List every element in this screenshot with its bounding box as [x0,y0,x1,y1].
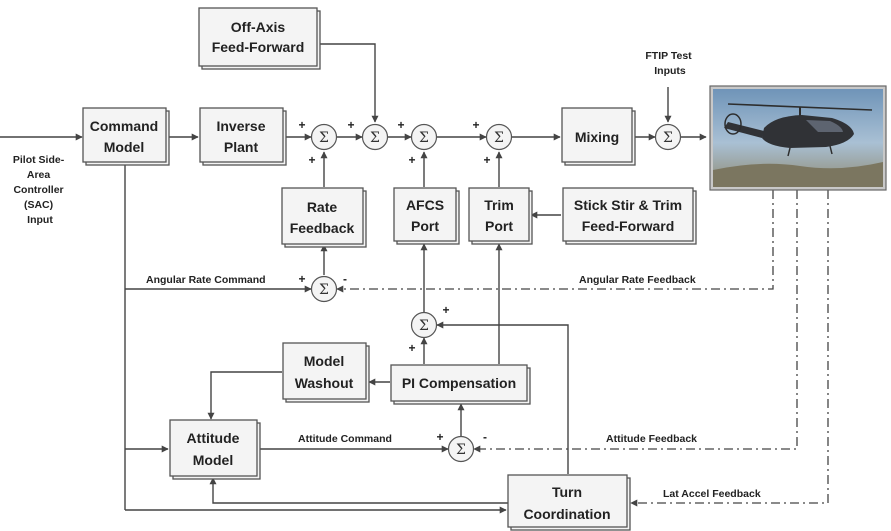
block-stick-stir-line-1: Stick Stir & Trim [574,197,682,213]
block-command-model-line-1: Command [90,118,158,134]
block-off-axis-line-2: Feed-Forward [212,39,305,55]
block-turn-coordination: Turn Coordination [507,474,631,531]
block-model-washout: Model Washout [282,342,370,403]
sign-plus: + [408,153,415,167]
summing-junction: Σ [654,123,682,151]
block-trim-port: Trim Port [468,187,533,245]
helicopter-image [709,85,887,191]
svg-text:Σ: Σ [494,130,504,146]
svg-text:Σ: Σ [419,130,429,146]
svg-text:Σ: Σ [319,130,329,146]
svg-text:Σ: Σ [370,130,380,146]
sign-plus: + [436,430,443,444]
block-afcs-port-line-2: Port [411,218,439,234]
summing-junction: Σ [485,123,513,151]
feedback-lines [336,190,829,507]
junction-signs: + + + + + + + + - + + + - [298,118,490,444]
block-rate-feedback-line-1: Rate [307,199,338,215]
block-mixing-label: Mixing [575,129,619,145]
block-pi-compensation: PI Compensation [390,364,531,405]
label-angular-rate-feedback: Angular Rate Feedback [579,274,696,286]
block-command-model: Command Model [82,107,170,166]
sign-plus: + [308,153,315,167]
block-turn-coordination-line-2: Coordination [523,506,610,522]
block-rate-feedback-line-2: Feedback [290,220,355,236]
block-off-axis-feed-forward: Off-Axis Feed-Forward [198,7,321,70]
label-ftip-test-inputs: FTIP Test Inputs [645,50,694,77]
summing-junction: Σ [310,123,338,151]
sign-plus: + [298,118,305,132]
block-afcs-port: AFCS Port [393,187,460,245]
block-trim-port-line-1: Trim [484,197,514,213]
block-inverse-plant-line-2: Plant [224,139,259,155]
sign-minus: - [483,430,487,444]
block-attitude-model-line-2: Model [193,452,233,468]
block-trim-port-line-2: Port [485,218,513,234]
sign-plus: + [442,303,449,317]
summing-junction: Σ [410,311,438,339]
sign-plus: + [472,118,479,132]
sign-plus: + [347,118,354,132]
label-attitude-command: Attitude Command [298,433,392,445]
block-off-axis-line-1: Off-Axis [231,19,286,35]
block-attitude-model-line-1: Attitude [187,430,240,446]
svg-text:Σ: Σ [456,442,466,458]
block-stick-stir-trim-feed-forward: Stick Stir & Trim Feed-Forward [562,187,697,245]
block-model-washout-line-2: Washout [295,375,354,391]
sign-plus: + [397,118,404,132]
block-turn-coordination-line-1: Turn [552,484,582,500]
block-inverse-plant: Inverse Plant [199,107,287,166]
block-inverse-plant-line-1: Inverse [216,118,265,134]
label-lat-accel-feedback: Lat Accel Feedback [663,488,761,500]
block-mixing: Mixing [561,107,636,166]
block-model-washout-line-1: Model [304,353,344,369]
sign-plus: + [408,341,415,355]
sign-plus: + [298,272,305,286]
svg-text:Σ: Σ [419,318,429,334]
svg-text:Σ: Σ [319,282,329,298]
summing-junction: Σ [361,123,389,151]
sign-plus: + [483,153,490,167]
label-pilot-sac-input: Pilot Side- Area Controller (SAC) Input [13,154,67,226]
svg-text:Σ: Σ [663,130,673,146]
label-attitude-feedback: Attitude Feedback [606,433,697,445]
label-angular-rate-command: Angular Rate Command [146,274,266,286]
summing-junction: Σ [310,275,338,303]
block-pi-compensation-label: PI Compensation [402,375,516,391]
sign-minus: - [343,272,347,286]
block-command-model-line-2: Model [104,139,144,155]
block-afcs-port-line-1: AFCS [406,197,444,213]
summing-junction: Σ [410,123,438,151]
block-attitude-model: Attitude Model [169,419,261,480]
block-rate-feedback: Rate Feedback [281,187,367,248]
signal-lines [0,43,707,514]
summing-junction: Σ [447,435,475,463]
block-stick-stir-line-2: Feed-Forward [582,218,675,234]
